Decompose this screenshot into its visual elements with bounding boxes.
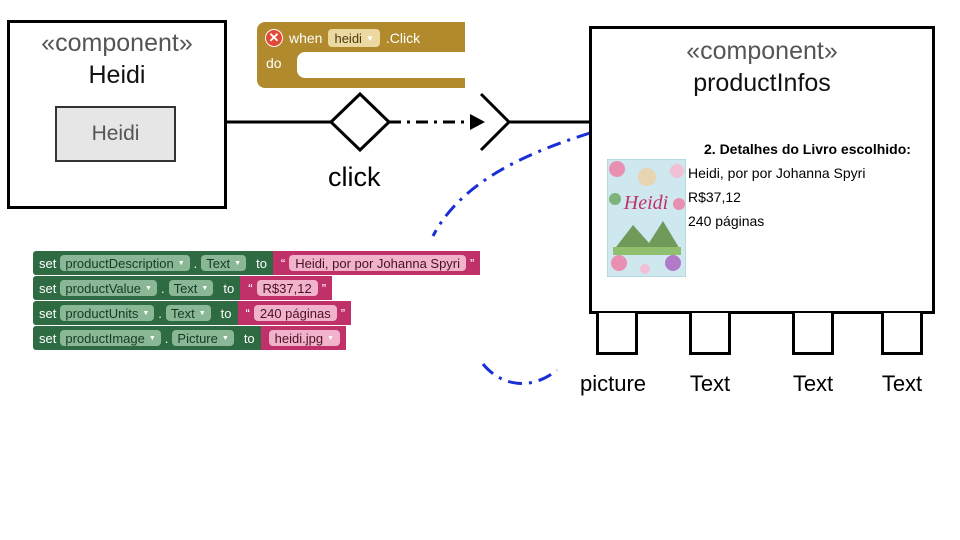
- component-dropdown[interactable]: productDescription▼: [60, 255, 190, 271]
- set-block-product-value[interactable]: set productValue▼ . Text▼ to “ R$37,12 ”: [33, 276, 333, 300]
- text-value-field[interactable]: Heidi, por por Johanna Spyri: [289, 255, 467, 271]
- chevron-down-icon: ▼: [234, 259, 242, 267]
- book-cover-image: Heidi: [607, 159, 686, 277]
- text-value-block[interactable]: “ R$37,12 ”: [240, 276, 333, 300]
- asset-dropdown[interactable]: heidi.jpg▼: [268, 330, 341, 346]
- port-text-2: [792, 313, 834, 355]
- asset-value-block[interactable]: heidi.jpg▼: [260, 326, 347, 350]
- set-block-product-description[interactable]: set productDescription▼ . Text▼ to “ Hei…: [33, 251, 481, 275]
- port-label-text-3: Text: [881, 371, 923, 396]
- chevron-down-icon: ▼: [327, 334, 335, 342]
- text-value-block[interactable]: “ 240 páginas ”: [237, 301, 352, 325]
- component-name: Heidi: [88, 61, 146, 89]
- text-value-field[interactable]: 240 páginas: [253, 305, 337, 321]
- port-text-3: [881, 313, 923, 355]
- chevron-down-icon: ▼: [221, 334, 229, 342]
- chevron-down-icon: ▼: [148, 334, 156, 342]
- component-dropdown[interactable]: productUnits▼: [60, 305, 155, 321]
- required-interface-socket: [479, 92, 512, 152]
- product-value-text: R$37,12: [688, 189, 741, 205]
- property-dropdown[interactable]: Text▼: [168, 280, 214, 296]
- port-picture: [596, 313, 638, 355]
- heidi-component-box: «component» Heidi Heidi: [7, 20, 227, 209]
- error-x-icon[interactable]: ✕: [265, 29, 283, 47]
- set-block-product-image[interactable]: set productImage▼ . Picture▼ to heidi.jp…: [33, 326, 347, 350]
- arrowhead: [470, 114, 485, 130]
- component-name: productInfos: [693, 69, 831, 97]
- set-keyword: set: [39, 330, 57, 346]
- when-click-event-block[interactable]: ✕ when heidi▼ .Click do: [257, 22, 465, 88]
- to-keyword: to: [223, 280, 235, 296]
- component-dropdown[interactable]: productImage▼: [60, 330, 161, 346]
- do-keyword: do: [266, 55, 282, 71]
- port-label-picture: picture: [579, 371, 647, 396]
- set-keyword: set: [39, 255, 57, 271]
- text-value-field[interactable]: R$37,12: [256, 280, 318, 296]
- to-keyword: to: [243, 330, 255, 346]
- decision-diamond: [328, 91, 392, 153]
- set-keyword: set: [39, 305, 57, 321]
- event-name: .Click: [385, 30, 421, 46]
- click-label: click: [328, 162, 381, 192]
- dashed-arc-top: [431, 131, 591, 237]
- port-label-text-1: Text: [689, 371, 731, 396]
- chevron-down-icon: ▼: [365, 33, 374, 43]
- property-dropdown[interactable]: Text▼: [201, 255, 247, 271]
- text-value-block[interactable]: “ Heidi, por por Johanna Spyri ”: [272, 251, 481, 275]
- dashed-arc-bottom: [481, 363, 558, 385]
- chevron-down-icon: ▼: [201, 284, 209, 292]
- chevron-down-icon: ▼: [198, 309, 206, 317]
- do-statement-slot[interactable]: [297, 52, 465, 78]
- port-label-text-2: Text: [792, 371, 834, 396]
- when-keyword: when: [289, 30, 323, 46]
- set-keyword: set: [39, 280, 57, 296]
- property-dropdown[interactable]: Text▼: [165, 305, 211, 321]
- to-keyword: to: [220, 305, 232, 321]
- heidi-button[interactable]: Heidi: [55, 106, 176, 162]
- property-dropdown[interactable]: Picture▼: [172, 330, 234, 346]
- chevron-down-icon: ▼: [177, 259, 185, 267]
- port-text-1: [689, 313, 731, 355]
- to-keyword: to: [256, 255, 267, 271]
- set-block-product-units[interactable]: set productUnits▼ . Text▼ to “ 240 págin…: [33, 301, 352, 325]
- stereotype-label: «component»: [41, 29, 193, 57]
- book-cover-title: Heidi: [623, 192, 668, 214]
- chevron-down-icon: ▼: [142, 309, 150, 317]
- product-description-text: Heidi, por por Johanna Spyri: [688, 165, 866, 181]
- stereotype-label: «component»: [686, 37, 838, 65]
- component-dropdown[interactable]: productValue▼: [60, 280, 157, 296]
- component-dropdown[interactable]: heidi▼: [328, 29, 380, 47]
- product-heading: 2. Detalhes do Livro escolhido:: [704, 141, 911, 157]
- product-units-text: 240 páginas: [688, 213, 765, 229]
- chevron-down-icon: ▼: [145, 284, 152, 292]
